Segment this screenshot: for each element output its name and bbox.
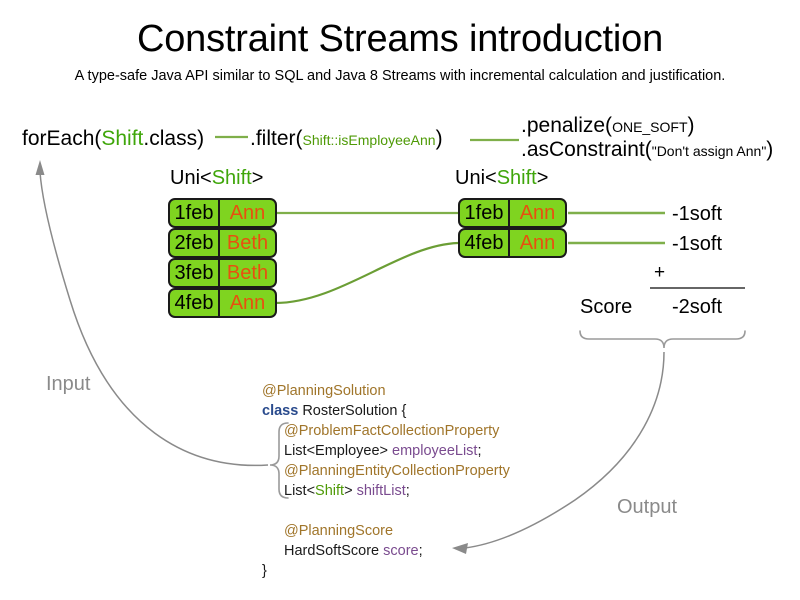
shift-employee: Ann <box>510 228 567 258</box>
uni-label-left: Uni<Shift> <box>170 167 263 190</box>
page-subtitle: A type-safe Java API similar to SQL and … <box>74 68 726 84</box>
code-line: @PlanningSolution <box>262 381 510 401</box>
code-token: } <box>262 563 267 579</box>
expr-filter-call: .filter( <box>250 127 303 150</box>
code-token: ; <box>418 543 423 559</box>
code-token: employeeList <box>392 443 478 459</box>
shift-employee: Beth <box>220 228 277 258</box>
code-token: @PlanningScore <box>284 523 394 539</box>
shift-row[interactable]: 4feb Ann <box>458 228 567 258</box>
shift-date: 1feb <box>168 198 220 228</box>
code-token: > <box>344 483 357 499</box>
code-token: @PlanningSolution <box>262 383 386 399</box>
code-line <box>262 501 510 521</box>
expr-asconstraint: .asConstraint("Don't assign Ann") <box>521 138 773 162</box>
expr-penalize-arg: ONE_SOFT <box>612 119 688 135</box>
code-line: @PlanningEntityCollectionProperty <box>262 461 510 481</box>
expr-asconstraint-tail: ) <box>766 138 774 161</box>
code-line: HardSoftScore score; <box>262 541 510 561</box>
shift-date: 4feb <box>168 288 220 318</box>
input-arrowhead <box>35 160 45 175</box>
code-token: List<Employee> <box>284 443 393 459</box>
code-token: ; <box>477 443 482 459</box>
expr-filter: .filter(Shift::isEmployeeAnn) <box>250 127 443 151</box>
code-token: @ProblemFactCollectionProperty <box>284 423 500 439</box>
code-token: ; <box>405 483 410 499</box>
output-label: Output <box>617 496 678 518</box>
code-line: class RosterSolution { <box>262 401 510 421</box>
code-block: @PlanningSolution class RosterSolution { @… <box>262 381 510 581</box>
score-total: -2soft <box>672 296 723 318</box>
expr-penalize-call: .penalize( <box>521 114 613 137</box>
code-line: @ProblemFactCollectionProperty <box>262 421 510 441</box>
page-title: Constraint Streams introduction <box>136 18 664 60</box>
score-label: Score <box>580 296 633 318</box>
code-token: RosterSolution { <box>298 403 407 419</box>
shift-row[interactable]: 4feb Ann <box>168 288 277 318</box>
expr-asconstraint-call: .asConstraint( <box>521 138 652 161</box>
code-line: List<Shift> shiftList; <box>262 481 510 501</box>
shift-employee: Ann <box>220 288 277 318</box>
shift-row[interactable]: 3feb Beth <box>168 258 277 288</box>
code-token: @PlanningEntityCollectionProperty <box>284 463 510 479</box>
expr-foreach-type: Shift <box>101 127 144 150</box>
expr-penalize: .penalize(ONE_SOFT) <box>521 114 695 138</box>
score-plus-sign: + <box>654 262 666 283</box>
input-label: Input <box>46 373 91 395</box>
shift-date: 2feb <box>168 228 220 258</box>
uni-left-type: Shift <box>211 167 252 189</box>
shift-row[interactable]: 1feb Ann <box>168 198 277 228</box>
code-token: Shift <box>315 483 345 499</box>
shift-date: 1feb <box>458 198 510 228</box>
code-token: class <box>262 403 299 419</box>
code-token: score <box>383 543 419 559</box>
penalty-label: -1soft <box>672 233 723 255</box>
shift-row[interactable]: 1feb Ann <box>458 198 567 228</box>
expr-foreach-tail: .class) <box>143 127 205 150</box>
uni-label-right: Uni<Shift> <box>455 167 548 190</box>
expr-filter-arg: Shift::isEmployeeAnn <box>302 132 436 148</box>
code-token: List< <box>284 483 316 499</box>
uni-left-prefix: Uni< <box>170 167 212 189</box>
expr-filter-tail: ) <box>435 127 443 150</box>
shift-date: 4feb <box>458 228 510 258</box>
shift-employee: Beth <box>220 258 277 288</box>
stream-link-4feb <box>274 241 459 305</box>
uni-right-prefix: Uni< <box>455 167 497 189</box>
uni-left-suffix: > <box>251 167 264 189</box>
code-line: @PlanningScore <box>262 521 510 541</box>
expr-foreach: forEach(Shift.class) <box>22 127 204 151</box>
uni-right-type: Shift <box>496 167 537 189</box>
shift-employee: Ann <box>220 198 277 228</box>
shift-date: 3feb <box>168 258 220 288</box>
code-token: shiftList <box>356 483 406 499</box>
code-token: HardSoftScore <box>284 543 384 559</box>
expr-asconstraint-arg: "Don't assign Ann" <box>651 143 767 159</box>
shift-row[interactable]: 2feb Beth <box>168 228 277 258</box>
expr-foreach-call: forEach( <box>22 127 102 150</box>
code-line: } <box>262 561 510 581</box>
penalty-label: -1soft <box>672 203 723 225</box>
shift-employee: Ann <box>510 198 567 228</box>
expr-penalize-tail: ) <box>687 114 695 137</box>
code-line: List<Employee> employeeList; <box>262 441 510 461</box>
uni-right-suffix: > <box>536 167 549 189</box>
score-brace <box>579 330 746 349</box>
